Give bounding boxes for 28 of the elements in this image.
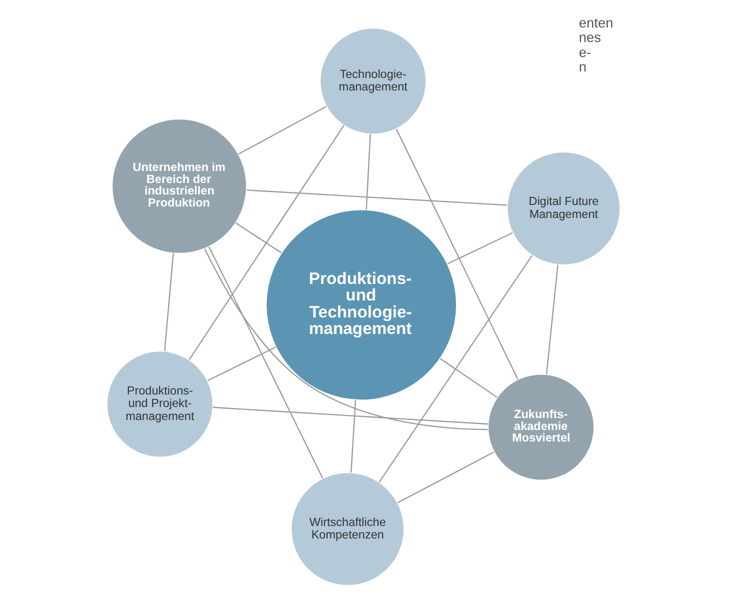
connector	[208, 246, 324, 479]
label: nes	[578, 30, 602, 46]
node-circle: Unternehmen im Bereich der industriellen Produktion	[112, 118, 248, 254]
connector	[396, 128, 518, 380]
label: e-	[578, 44, 592, 60]
connector	[350, 400, 356, 473]
connector	[207, 346, 276, 382]
connector	[366, 134, 371, 210]
node-circle: Produktions- und Projekt- management	[106, 350, 214, 458]
label: enten	[578, 15, 614, 30]
node-circle: Produktions- und Technologie- management	[266, 209, 458, 401]
connector	[164, 253, 174, 352]
label: n	[578, 60, 587, 75]
node-circle: Zukunfts- akademie Mosviertel	[488, 374, 595, 481]
connector	[397, 452, 494, 504]
connector	[378, 254, 533, 482]
connector	[235, 222, 282, 254]
connector	[188, 125, 344, 360]
node-circle: Technologie- management	[320, 28, 427, 135]
connector	[447, 232, 513, 264]
connector	[212, 406, 488, 425]
node-circle: Wirtschaftliche Kompetenzen	[290, 472, 405, 586]
connector	[440, 358, 498, 398]
connector	[546, 264, 558, 374]
connector	[204, 248, 488, 430]
node-circle: Digital Future Management	[506, 152, 621, 266]
connector	[246, 190, 508, 206]
connector	[238, 106, 327, 155]
